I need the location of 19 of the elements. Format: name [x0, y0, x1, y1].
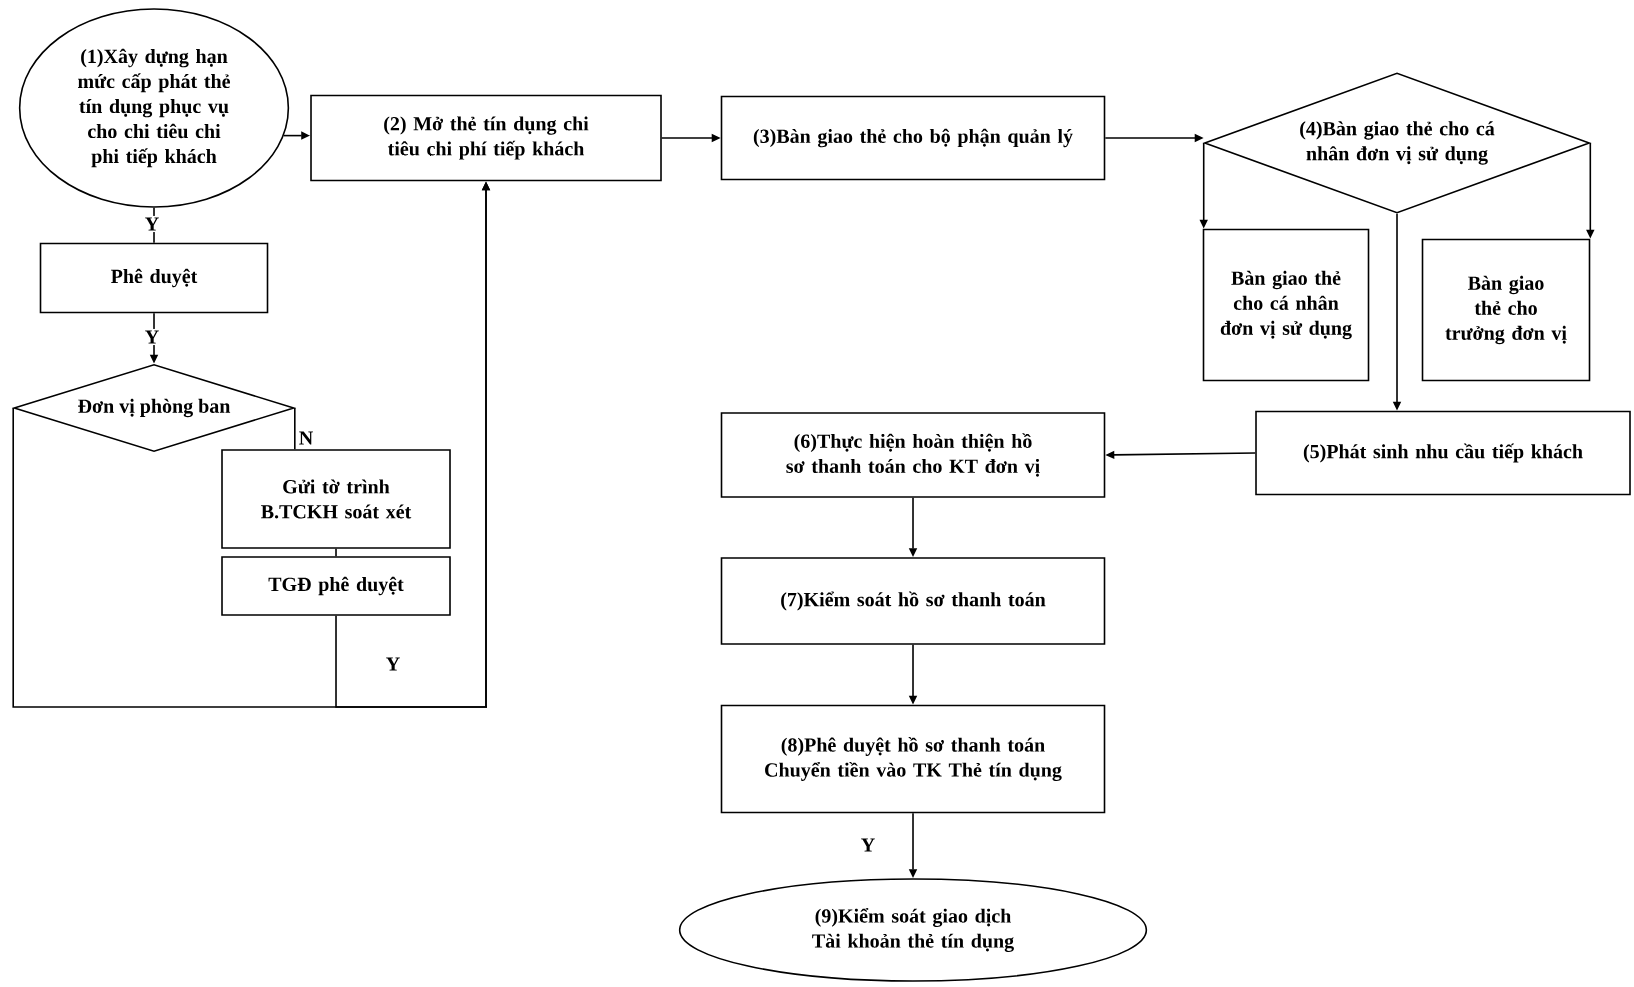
edge-label: Y [143, 328, 161, 346]
connector-line [335, 548, 337, 557]
process-box: (8)Phê duyệt hồ sơ thanh toán Chuyển tiền vào TK Thẻ tín dụng [720, 704, 1106, 814]
process-box: (5)Phát sinh nhu cầu tiếp khách [1255, 410, 1631, 496]
connector-line [153, 207, 155, 244]
process-box: Bàn giao thẻ cho trưởng đơn vị [1421, 238, 1591, 382]
process-box: (6)Thực hiện hoàn thiện hồ sơ thanh toán cho KT đơn vị [720, 412, 1106, 498]
process-box: (2) Mở thẻ tín dụng chi tiêu chi phí tiếp khách [310, 94, 662, 182]
process-box: Bàn giao thẻ cho cá nhân đơn vị sử dụng [1202, 228, 1370, 382]
edge-label: Y [859, 836, 877, 854]
process-box: Gửi tờ trình B.TCKH soát xét [221, 449, 451, 549]
edge-label: Y [143, 215, 161, 233]
edge-label: Y [384, 655, 402, 673]
edge-label: N [297, 429, 315, 447]
process-box: (7)Kiểm soát hồ sơ thanh toán [720, 557, 1106, 645]
connector-line [294, 407, 296, 450]
process-box: (3)Bàn giao thẻ cho bộ phận quản lý [720, 95, 1106, 181]
process-box: Phê duyệt [39, 242, 269, 314]
process-box: TGĐ phê duyệt [221, 556, 451, 616]
